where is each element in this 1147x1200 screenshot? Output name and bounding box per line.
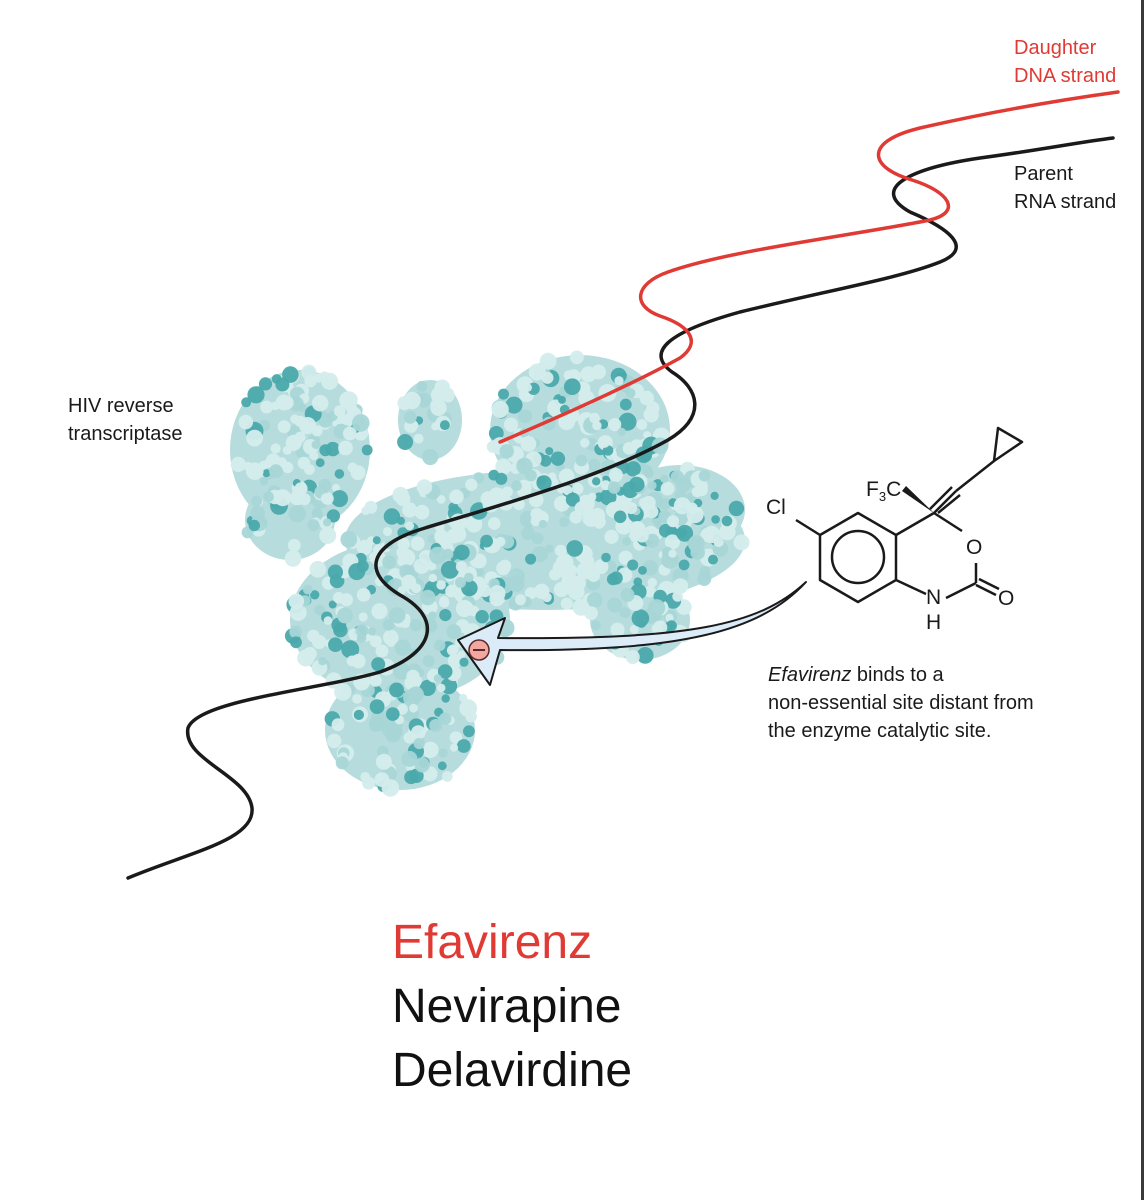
atom-o-carbonyl: O [998,587,1015,610]
atom-cl: Cl [766,496,786,519]
daughter-dna-strand [498,90,1120,444]
right-border [1141,0,1144,1200]
efavirenz-structure [795,426,1024,604]
hiv-reverse-transcriptase-label: HIV reverse transcriptase [68,395,183,445]
drug-delavirdine: Delavirdine [392,1044,633,1097]
parent-rna-strand-label: Parent RNA strand [1014,163,1117,213]
daughter-dna-strand-label: Daughter DNA strand [1014,37,1117,87]
drug-nevirapine: Nevirapine [392,980,622,1033]
binding-arrow [457,581,807,686]
efavirenz-binding-caption: Efavirenz binds to a non-essential site … [768,664,1034,742]
parent-rna-strand [126,136,1115,880]
atom-o-ring: O [966,536,983,559]
hiv-reverse-transcriptase-protein [230,350,750,797]
atom-h: H [926,611,942,634]
group-cf3: F3C [866,478,902,505]
drug-efavirenz: Efavirenz [392,916,593,969]
wedge-bond [902,486,934,513]
atom-n: N [926,586,942,609]
inhibition-icon [468,639,490,661]
